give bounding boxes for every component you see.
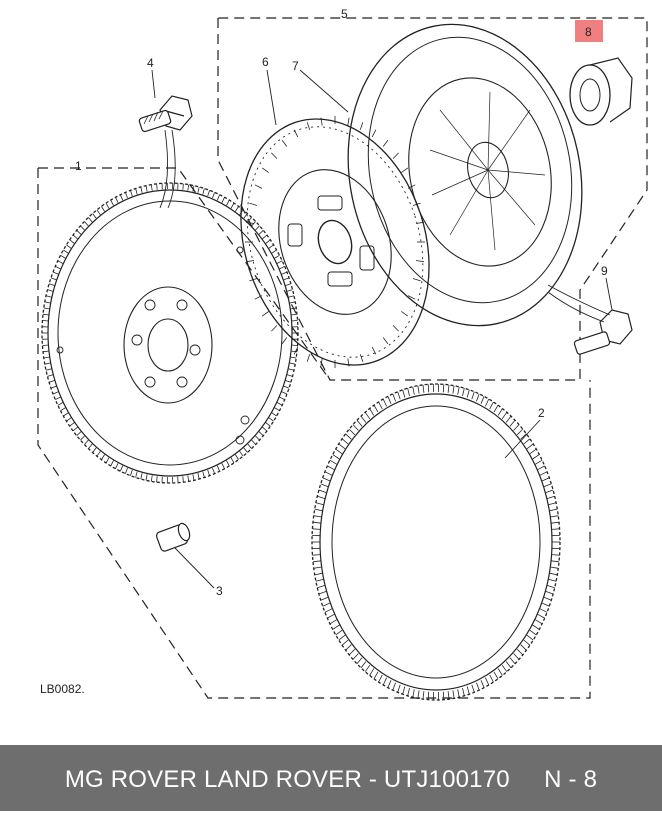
footer-bar: MG ROVER LAND ROVER - UTJ100170 N - 8: [0, 745, 662, 811]
dowel-part-3: [155, 522, 214, 588]
clutch-exploded-diagram: 1 2 3 4 5 6 7 9 8: [0, 0, 662, 745]
bolt-part-9: [548, 278, 632, 355]
callout-2: 2: [538, 406, 545, 420]
ring-gear-teeth: [312, 384, 560, 700]
callout-8: 8: [585, 25, 592, 39]
flywheel-teeth: [42, 183, 298, 483]
callout-4: 4: [147, 56, 154, 70]
flywheel-part-1: [42, 130, 298, 483]
disc-segments: [245, 116, 425, 368]
callout-3: 3: [216, 584, 223, 598]
callout-7: 7: [292, 59, 299, 73]
group-outline-1: [38, 168, 590, 698]
callout-6: 6: [262, 55, 269, 69]
callout-9: 9: [601, 264, 608, 278]
callout-5: 5: [341, 7, 348, 21]
ring-gear-part-2: [312, 384, 560, 700]
release-bearing-part-8: [570, 58, 632, 125]
bolt-part-4: [139, 70, 192, 132]
callout-1: 1: [75, 159, 82, 173]
diagram-reference-code: LB0082.: [40, 682, 85, 696]
footer-part-info: MG ROVER LAND ROVER - UTJ100170 N - 8: [0, 745, 662, 811]
